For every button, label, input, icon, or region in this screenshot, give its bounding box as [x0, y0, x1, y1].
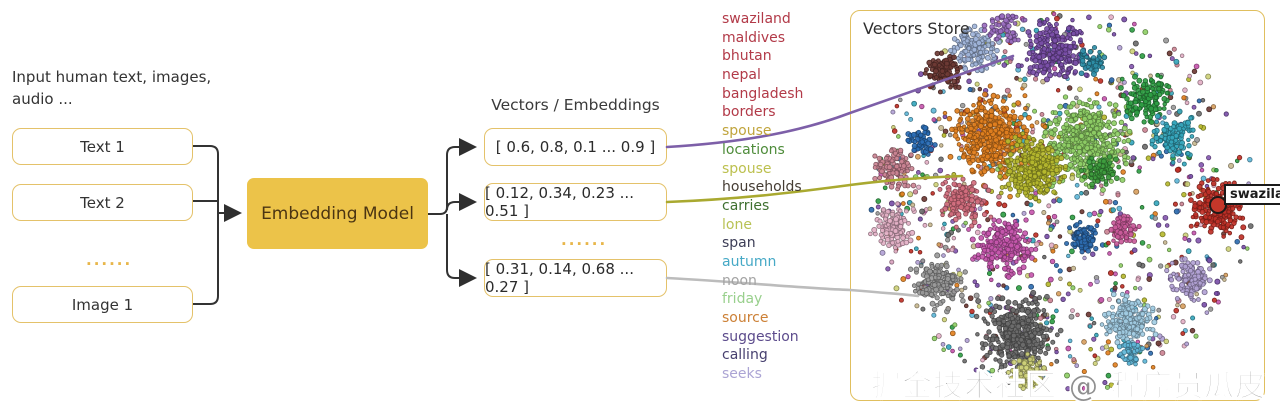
input-box-image1: Image 1	[12, 286, 193, 323]
input-connectors	[193, 145, 242, 305]
word-item: friday	[722, 291, 763, 308]
watermark: 掘金技术社区 @ 程序员瓜皮	[871, 369, 1266, 405]
connector-text1	[193, 145, 219, 213]
word-item: calling	[722, 347, 768, 364]
input-ellipsis: ......	[86, 251, 133, 269]
word-item: borders	[722, 104, 776, 121]
connector-to-vector3	[446, 214, 477, 287]
vectors-store-title: Vectors Store	[863, 19, 970, 38]
vectors-store-panel: Vectors Store	[850, 10, 1265, 401]
word-item: maldives	[722, 29, 786, 46]
word-item: autumn	[722, 253, 777, 270]
input-caption: Input human text, images, audio ...	[12, 68, 212, 108]
word-item: seeks	[722, 366, 762, 383]
connector-to-vector1	[428, 138, 477, 215]
highlighted-point-label: swaziland	[1224, 184, 1280, 205]
word-item: nepal	[722, 67, 761, 84]
vector-box-3: [ 0.31, 0.14, 0.68 ... 0.27 ]	[484, 259, 667, 297]
word-item: noon	[722, 272, 757, 289]
vectors-title: Vectors / Embeddings	[491, 96, 660, 114]
input-box-text1: Text 1	[12, 128, 193, 165]
vector-ellipsis: ......	[561, 231, 608, 249]
word-item: bhutan	[722, 48, 772, 65]
word-item: locations	[722, 141, 785, 158]
word-item: spouse	[722, 123, 772, 140]
word-item: carries	[722, 197, 770, 214]
word-item: swaziland	[722, 11, 791, 27]
highlighted-point	[1209, 196, 1227, 214]
word-item: households	[722, 179, 802, 196]
word-item: spouse	[722, 160, 772, 177]
connector-to-vector2	[446, 193, 477, 211]
connector-image1	[193, 213, 219, 305]
input-box-text2: Text 2	[12, 184, 193, 221]
word-item: bangladesh	[722, 85, 804, 102]
word-item: source	[722, 310, 769, 326]
vector-box-1: [ 0.6, 0.8, 0.1 ... 0.9 ]	[484, 128, 667, 166]
word-item: lone	[722, 216, 752, 233]
word-item: suggestion	[722, 328, 799, 345]
vector-box-2: [ 0.12, 0.34, 0.23 ... 0.51 ]	[484, 183, 667, 221]
model-connectors	[428, 138, 477, 287]
embedding-model-node: Embedding Model	[247, 178, 428, 249]
embedding-scatter-plot	[851, 11, 1263, 399]
word-item: span	[722, 235, 756, 252]
